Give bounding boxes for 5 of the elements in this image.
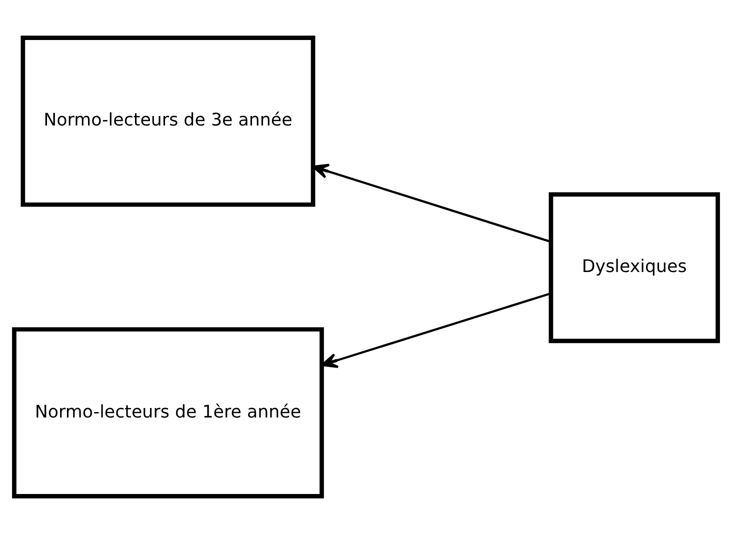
node-box: Dyslexiques [548,192,720,344]
arrow [321,292,551,368]
node-box: Normo-lecteurs de 3e année [20,36,316,207]
node-box: Normo-lecteurs de 1ère année [12,327,324,498]
arrow [312,164,551,243]
